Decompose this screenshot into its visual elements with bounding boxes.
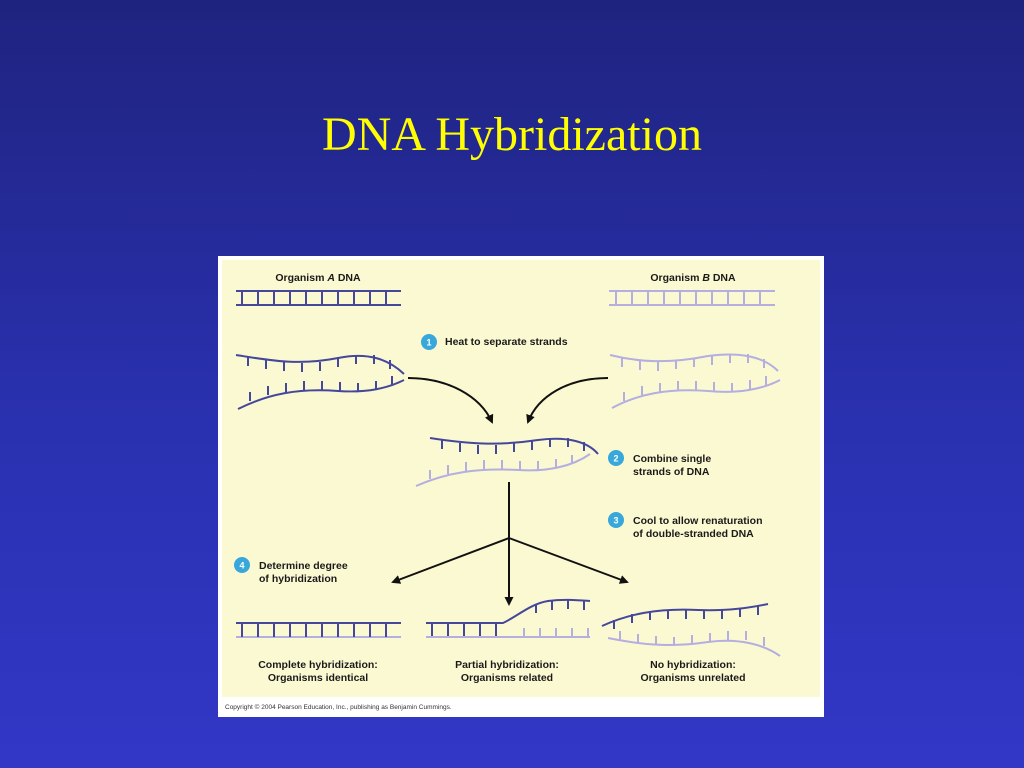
step-1: 1 Heat to separate strands — [421, 334, 568, 350]
partial-hybrid-dna — [426, 598, 591, 638]
arrow-from-organism-a — [407, 377, 494, 424]
no-hybrid-dna — [601, 603, 781, 657]
organism-b-separated-strands — [609, 353, 781, 409]
step-1-label: Heat to separate strands — [445, 336, 568, 348]
step-4: 4 Determine degree of hybridization — [234, 557, 348, 585]
hybridization-diagram: Organism A DNA Organism B DNA — [222, 260, 820, 711]
step-2: 2 Combine single strands of DNA — [608, 450, 711, 478]
arrow-to-complete — [391, 537, 510, 584]
outcome-partial-line-2: Organisms related — [461, 672, 553, 684]
copyright-notice: Copyright © 2004 Pearson Education, Inc.… — [225, 703, 452, 711]
hybridization-figure: Organism A DNA Organism B DNA — [218, 256, 824, 717]
svg-text:3: 3 — [613, 516, 618, 526]
outcome-none-line-1: No hybridization: — [650, 659, 736, 671]
complete-hybrid-dna — [236, 622, 401, 638]
step-4-label-line-1: Determine degree — [259, 560, 348, 572]
organism-b-double-strand — [609, 290, 775, 306]
arrow-from-organism-b — [526, 377, 609, 424]
outcome-partial-line-1: Partial hybridization: — [455, 659, 559, 671]
organism-a-label: Organism A DNA — [275, 272, 361, 284]
step-3: 3 Cool to allow renaturation of double-s… — [608, 512, 763, 540]
combined-strand-b — [415, 453, 591, 487]
step-3-label-line-1: Cool to allow renaturation — [633, 515, 763, 527]
arrow-to-none — [508, 537, 629, 584]
step-3-badge — [608, 512, 624, 528]
step-1-badge — [421, 334, 437, 350]
step-4-badge — [234, 557, 250, 573]
outcome-complete-line-2: Organisms identical — [268, 672, 368, 684]
step-4-label-line-2: of hybridization — [259, 573, 337, 585]
figure-background — [222, 260, 820, 697]
combined-strand-a — [429, 437, 599, 455]
step-3-label-line-2: of double-stranded DNA — [633, 528, 754, 540]
svg-text:4: 4 — [239, 561, 244, 571]
svg-text:2: 2 — [613, 454, 618, 464]
step-2-badge — [608, 450, 624, 466]
slide-title: DNA Hybridization — [322, 108, 702, 161]
svg-text:1: 1 — [426, 338, 431, 348]
organism-a-separated-strands — [235, 354, 405, 410]
step-2-label-line-1: Combine single — [633, 453, 711, 465]
outcome-none-line-2: Organisms unrelated — [640, 672, 745, 684]
organism-b-label: Organism B DNA — [650, 272, 736, 284]
step-2-label-line-2: strands of DNA — [633, 466, 710, 478]
organism-a-double-strand — [236, 290, 401, 306]
outcome-complete-line-1: Complete hybridization: — [258, 659, 378, 671]
